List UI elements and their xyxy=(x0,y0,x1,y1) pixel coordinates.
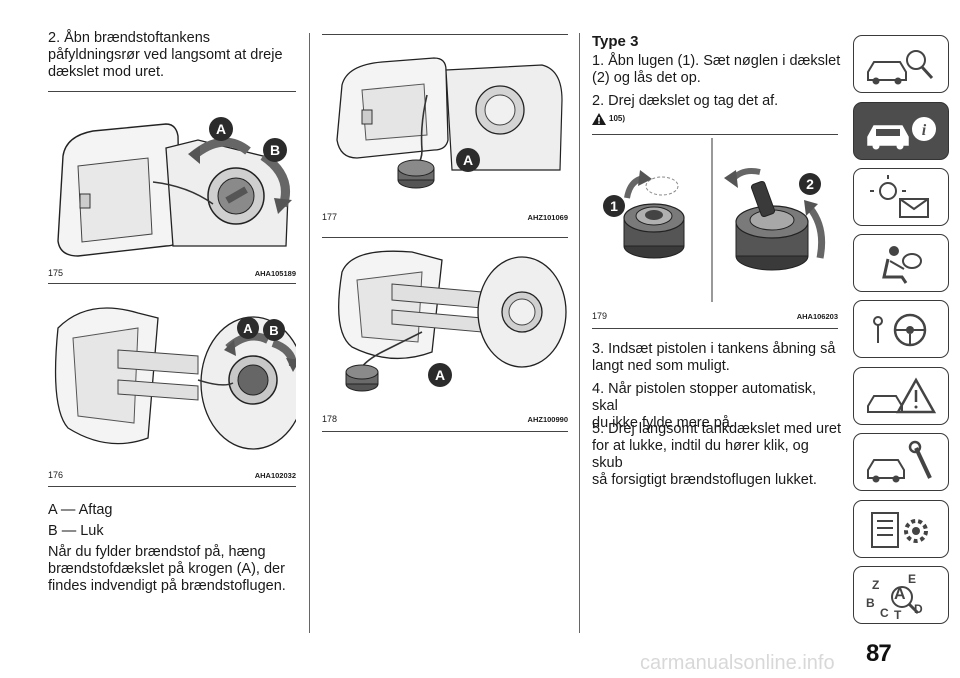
index-letter-b: B xyxy=(866,596,875,610)
alphabet-index-icon: Z E A B C T D xyxy=(866,572,923,622)
airbag-seat-icon xyxy=(882,246,922,284)
hang-cap-text: Når du fylder brændstof på, hæng brændst… xyxy=(48,544,286,594)
figure-176-bottom-rule xyxy=(48,486,296,487)
figure-176-code: AHA102032 xyxy=(254,471,296,480)
index-letter-z: Z xyxy=(872,578,879,592)
column-separator-2 xyxy=(579,33,580,633)
figure-176-number: 176 xyxy=(48,470,64,480)
specs-gear-icon xyxy=(871,512,928,548)
figure-178-bottom-rule xyxy=(322,431,568,432)
step-4-text: 4. Når pistolen stopper automatisk, skal… xyxy=(592,381,817,431)
step-3-text: 3. Indsæt pistolen i tankens åbning så l… xyxy=(592,341,836,374)
tab-car-info[interactable]: i xyxy=(853,102,949,160)
column-separator-1 xyxy=(309,33,310,633)
tab-emergency[interactable] xyxy=(853,367,949,425)
figure-176: A B xyxy=(48,288,296,458)
steering-wheel-key-icon xyxy=(873,313,927,347)
figure-177-top-rule xyxy=(322,34,568,35)
figure-176-top-rule xyxy=(48,283,296,284)
figure-177-code: AHZ101069 xyxy=(527,213,568,222)
figure-176-label-a: A xyxy=(243,321,253,336)
tab-starting-driving[interactable] xyxy=(853,300,949,358)
intro-text: 2. Åbn brændstoftankens påfyldningsrør v… xyxy=(48,30,283,80)
legend-b: B — Luk xyxy=(48,523,104,539)
figure-175-code: AHA105189 xyxy=(254,269,296,278)
figure-179-bottom-rule xyxy=(592,328,838,329)
index-letter-c: C xyxy=(880,606,889,620)
figure-176-label-b: B xyxy=(269,323,278,338)
figure-175-number: 175 xyxy=(48,268,64,278)
tab-technical-data[interactable] xyxy=(853,500,949,558)
tab-index[interactable]: Z E A B C T D xyxy=(853,566,949,624)
svg-text:i: i xyxy=(922,122,927,139)
car-search-icon xyxy=(867,50,934,85)
warning-reference: 105) xyxy=(609,114,626,123)
warning-light-message-icon xyxy=(870,175,929,218)
figure-178: A xyxy=(322,242,568,404)
figure-179-code: AHA106203 xyxy=(796,312,838,321)
tab-warning-lights[interactable] xyxy=(853,168,949,226)
figure-175: A B xyxy=(48,96,296,264)
section-heading: Type 3 xyxy=(592,33,639,50)
index-letter-t: T xyxy=(894,608,902,622)
index-letter-a: A xyxy=(894,586,906,603)
step-5-text: 5. Drej langsomt tankdækslet med uret fo… xyxy=(592,421,842,488)
figure-179-number: 179 xyxy=(592,311,608,321)
tab-safety[interactable] xyxy=(853,234,949,292)
index-letter-e: E xyxy=(908,572,916,586)
tab-car-search[interactable] xyxy=(853,35,949,93)
step-2-text: 2. Drej dækslet og tag det af. xyxy=(592,93,779,109)
figure-178-top-rule xyxy=(322,237,568,238)
tab-maintenance[interactable] xyxy=(853,433,949,491)
watermark: carmanualsonline.info xyxy=(640,652,835,674)
car-wrench-icon xyxy=(867,440,932,483)
legend-a: A — Aftag xyxy=(48,502,113,518)
car-info-icon: i xyxy=(867,117,936,150)
figure-178-code: AHZ100990 xyxy=(527,415,568,424)
page-number: 87 xyxy=(866,640,892,667)
warning-triangle-icon xyxy=(592,112,606,130)
figure-179-label-1: 1 xyxy=(610,198,618,214)
figure-175-label-b: B xyxy=(270,142,280,158)
figure-179-label-2: 2 xyxy=(806,176,814,192)
step-1-text: 1. Åbn lugen (1). Sæt nøglen i dækslet (… xyxy=(592,53,841,86)
figure-178-label-a: A xyxy=(435,367,445,383)
index-letter-d: D xyxy=(914,602,923,616)
warning-triangle-car-icon xyxy=(867,377,937,414)
figure-179-top-rule xyxy=(592,134,838,135)
figure-177-number: 177 xyxy=(322,212,338,222)
figure-178-number: 178 xyxy=(322,414,338,424)
figure-175-label-a: A xyxy=(216,121,226,137)
figure-177-label-a: A xyxy=(463,152,473,168)
figure-179: 1 2 xyxy=(592,138,838,302)
figure-175-top-rule xyxy=(48,91,296,92)
figure-177: A xyxy=(322,40,568,200)
